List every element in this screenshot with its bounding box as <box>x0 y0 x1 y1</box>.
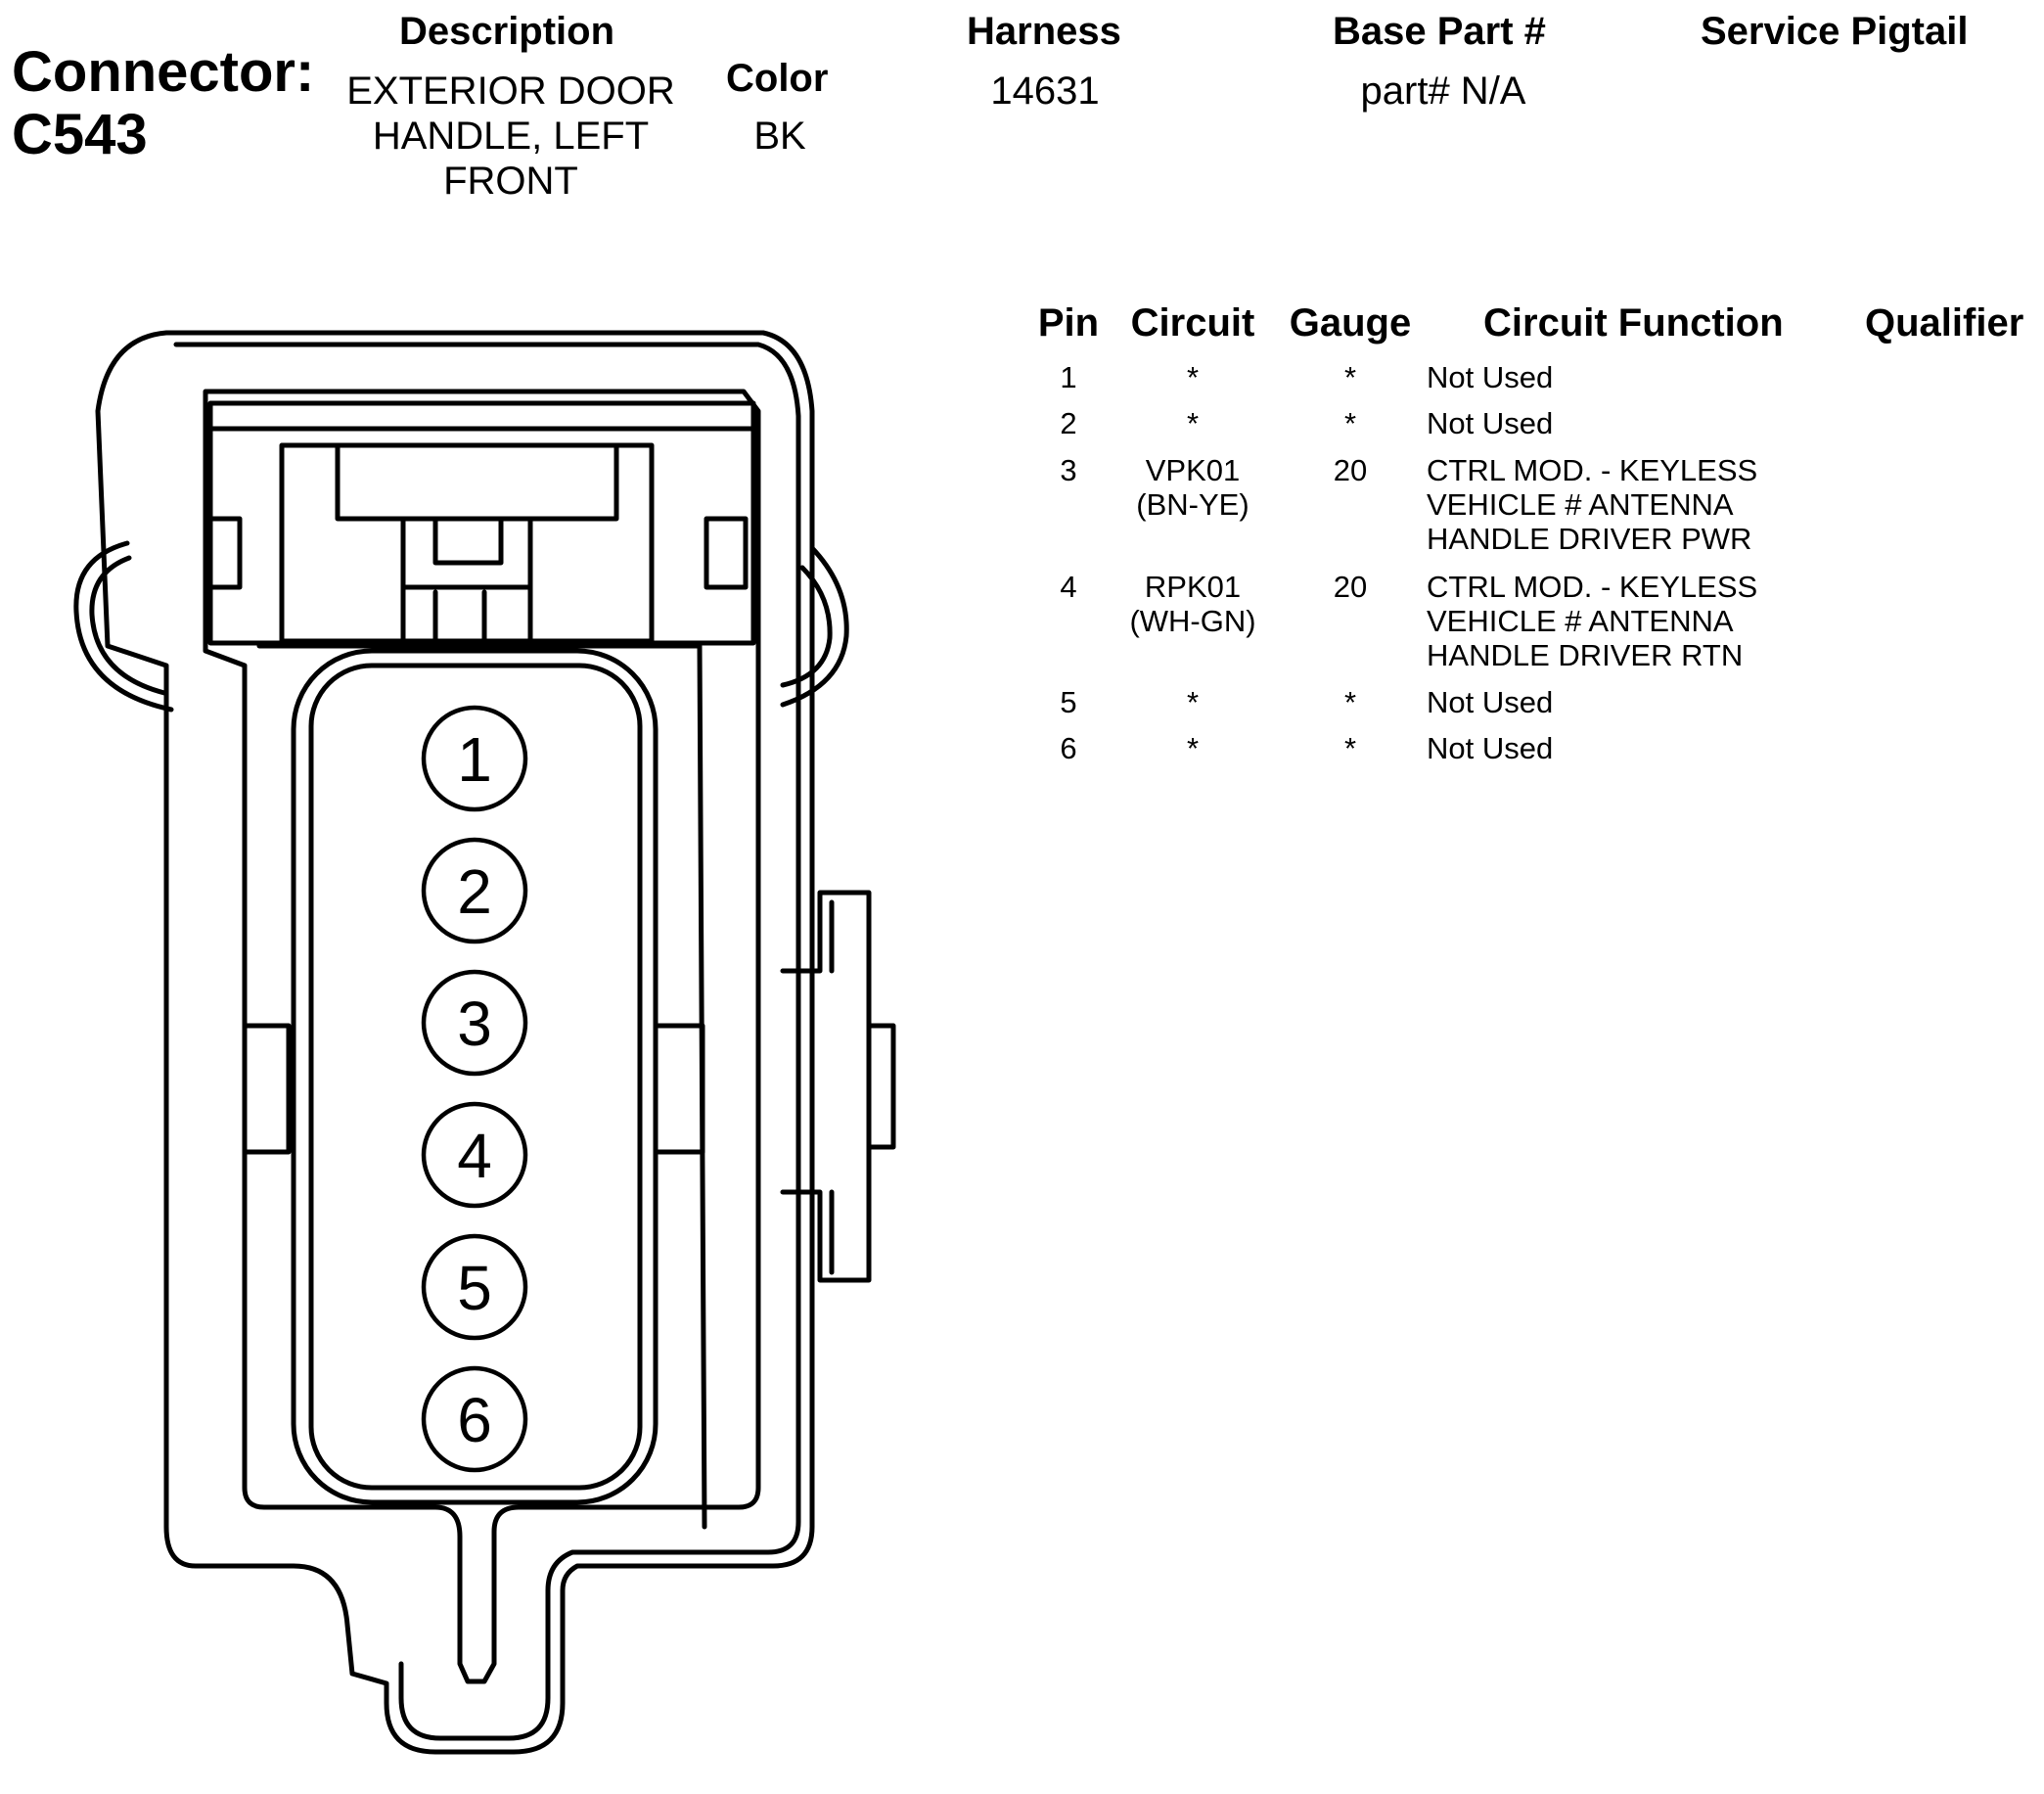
left-latch-ear-inner <box>89 555 167 696</box>
top-latch-right-slot <box>704 516 749 590</box>
base-part-header: Base Part # <box>1333 10 1546 53</box>
row1-gauge: * <box>1343 360 1357 394</box>
inner-housing-line <box>256 643 707 1530</box>
right-side-guide <box>656 1023 705 1155</box>
right-latch-ear-inner <box>780 565 833 688</box>
top-latch-key <box>400 516 533 649</box>
connector-outer-shell-inner-line <box>173 342 801 1741</box>
top-latch-bar <box>335 442 619 522</box>
row4-function-line-3: HANDLE DRIVER RTN <box>1427 638 1744 672</box>
pin-2-number: 2 <box>457 856 492 927</box>
row4-circuit-color: (WH-GN) <box>1129 604 1256 638</box>
pin-4-number: 4 <box>457 1121 492 1191</box>
row1-circuit: * <box>1186 360 1200 394</box>
row4-gauge: 20 <box>1333 570 1368 604</box>
col-pin: Pin <box>1037 301 1100 345</box>
col-qualifier: Qualifier <box>1865 301 2024 345</box>
description-line-3: FRONT <box>443 160 578 203</box>
row3-gauge: 20 <box>1333 453 1368 487</box>
row3-function-line-1: CTRL MOD. - KEYLESS <box>1427 453 1758 487</box>
color-value: BK <box>753 115 806 158</box>
pin-6-circle <box>421 1365 528 1473</box>
pin-4-circle <box>421 1101 528 1209</box>
pin-3-number: 3 <box>457 989 492 1059</box>
description-header: Description <box>399 10 615 53</box>
inner-housing <box>203 389 761 1684</box>
row6-pin: 6 <box>1060 731 1077 765</box>
row3-circuit-color: (BN-YE) <box>1136 487 1249 522</box>
row2-pin: 2 <box>1060 406 1077 440</box>
right-latch-ear <box>780 545 849 708</box>
top-latch-left-slot <box>203 516 243 590</box>
pin-cavity-outer <box>291 648 659 1505</box>
description-line-2: HANDLE, LEFT <box>372 115 650 158</box>
row5-pin: 5 <box>1060 685 1077 719</box>
row5-gauge: * <box>1343 685 1357 719</box>
row5-circuit: * <box>1186 685 1200 719</box>
row4-function-line-1: CTRL MOD. - KEYLESS <box>1427 570 1758 604</box>
connector-label: Connector: <box>12 40 315 104</box>
right-locking-tab <box>780 890 896 1283</box>
pin-1-circle <box>421 705 528 812</box>
harness-header: Harness <box>967 10 1121 53</box>
pin-6-number: 6 <box>457 1385 492 1455</box>
row2-circuit: * <box>1186 406 1200 440</box>
pin-cavity-inner <box>308 663 643 1491</box>
col-circuit: Circuit <box>1130 301 1255 345</box>
row3-circuit: VPK01 <box>1145 453 1241 487</box>
row4-pin: 4 <box>1060 570 1077 604</box>
base-part-value: part# N/A <box>1360 69 1526 113</box>
connector-outer-shell <box>95 330 815 1755</box>
pin-1-number: 1 <box>457 724 492 795</box>
row4-circuit: RPK01 <box>1144 570 1242 604</box>
row3-function-line-2: VEHICLE # ANTENNA <box>1427 487 1734 522</box>
row4-function-line-2: VEHICLE # ANTENNA <box>1427 604 1734 638</box>
row3-function-line-3: HANDLE DRIVER PWR <box>1427 522 1752 556</box>
connector-face-diagram: 1 2 3 4 5 6 <box>73 330 896 1755</box>
pin-2-circle <box>421 837 528 944</box>
row3-pin: 3 <box>1060 453 1077 487</box>
row2-gauge: * <box>1343 406 1357 440</box>
row1-function: Not Used <box>1427 360 1554 394</box>
row6-circuit: * <box>1186 731 1200 765</box>
right-locking-tab-line <box>829 899 872 1275</box>
col-circuit-function: Circuit Function <box>1483 301 1784 345</box>
row2-function: Not Used <box>1427 406 1554 440</box>
connector-id: C543 <box>12 103 148 166</box>
row6-gauge: * <box>1343 731 1357 765</box>
pin-5-number: 5 <box>457 1253 492 1323</box>
row6-function: Not Used <box>1427 731 1554 765</box>
left-latch-ear <box>73 540 174 713</box>
harness-value: 14631 <box>990 69 1100 113</box>
pin-5-circle <box>421 1233 528 1341</box>
row5-function: Not Used <box>1427 685 1554 719</box>
pin-3-circle <box>421 969 528 1077</box>
top-latch-block <box>279 442 655 644</box>
col-gauge: Gauge <box>1289 301 1412 345</box>
color-header: Color <box>726 57 829 100</box>
service-pigtail-header: Service Pigtail <box>1701 10 1969 53</box>
description-line-1: EXTERIOR DOOR <box>346 69 675 113</box>
left-side-guide <box>244 1023 292 1155</box>
row1-pin: 1 <box>1060 360 1077 394</box>
